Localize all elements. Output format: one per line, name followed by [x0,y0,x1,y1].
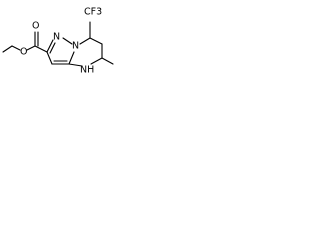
cf3-label: CF3 [84,7,102,18]
oxygen-ether-label: O [20,47,27,58]
bond-ester-to-ring [34,45,48,53]
bond-n7-c6 [79,37,91,45]
bond-c6-c5 [89,37,103,45]
bond-c4-methyl [101,57,114,65]
bond-c3a-n7 [68,51,75,65]
bond-n4-c3a [68,63,83,67]
bond-o-carbonyl-carbon [26,45,36,51]
bond-n1-n7 [62,37,73,45]
bond-c2-n1 [46,39,54,53]
bond-ethyl-c1-c2 [2,45,13,53]
nh-label: NH [80,65,94,76]
bond-ethyl-c2-o [11,45,21,51]
bond-c4-n4 [90,57,103,65]
bond-c2-n1-double [49,42,56,54]
bond-c2-c3 [46,51,53,65]
oxygen-carbonyl-label: O [32,21,39,32]
nitrogen-bridge-label: N [72,41,79,52]
chemical-structure: O O N N NH CF3 [2,7,114,76]
nitrogen-pyrazole-label: N [53,32,60,43]
